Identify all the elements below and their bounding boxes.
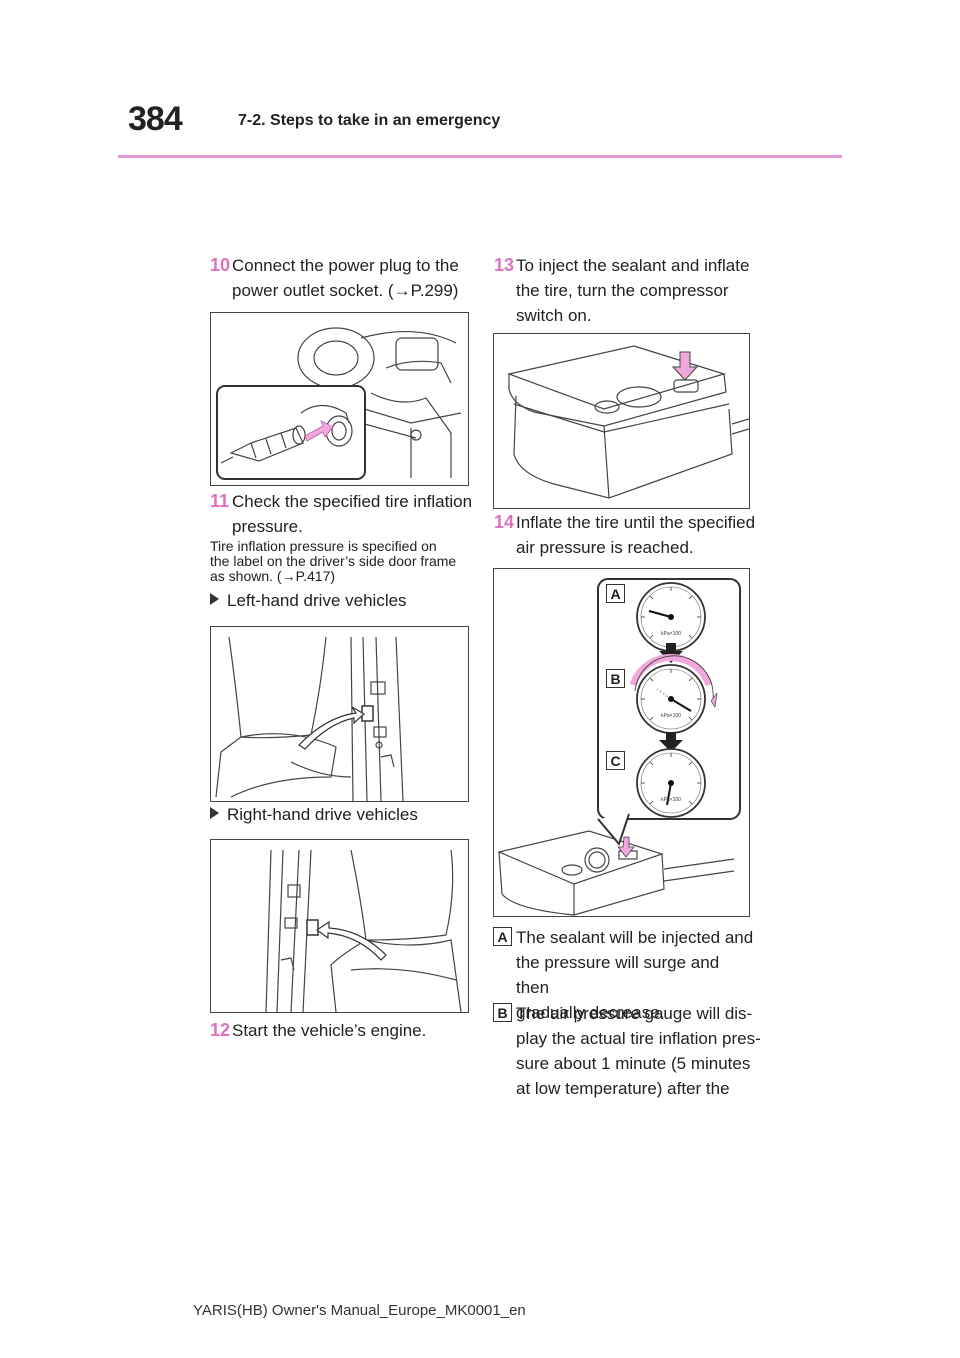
bullet-text: Left-hand drive vehicles [227, 591, 407, 610]
legend-line: The sealant will be injected and [516, 928, 754, 947]
note-line: the label on the driver’s side door fram… [210, 553, 457, 569]
step-text-line: To inject the sealant and inflate [516, 256, 750, 275]
step-text-line: air pressure is reached. [516, 538, 694, 557]
step-text-line: pressure. [232, 517, 303, 536]
step-10: 10 Connect the power plug to the power o… [210, 253, 480, 305]
note-line: Tire inflation pressure is specified on [210, 538, 437, 554]
step-text-line: Check the specified tire inflation [232, 492, 473, 511]
figure-label-c: C [606, 751, 625, 770]
step-number: 12 [210, 1020, 231, 1040]
legend-label-a: A [493, 927, 512, 946]
step-number: 11 [210, 491, 230, 511]
gauge-c: kPa×100 [636, 748, 706, 818]
legend-label-b: B [493, 1003, 512, 1022]
step-number: 10 [210, 255, 231, 275]
legend-line: sure about 1 minute (5 minutes [516, 1054, 751, 1073]
inflation-note: Tire inflation pressure is specified on … [210, 539, 480, 584]
gauge-a: kPa×100 [636, 582, 706, 652]
figure-label-b: B [606, 669, 625, 688]
footer-manual-id: YARIS(HB) Owner's Manual_Europe_MK0001_e… [193, 1302, 526, 1319]
legend-line: at low temperature) after the [516, 1079, 730, 1098]
legend-line: gradually decrease. [516, 1003, 665, 1022]
step-14: 14 Inflate the tire until the specified … [494, 510, 774, 562]
figure-door-frame-lhd [210, 626, 469, 802]
legend-text-a: The sealant will be injected and the pre… [516, 925, 756, 1025]
note-line: as shown. (→P.417) [210, 568, 336, 584]
legend-line: play the actual tire inflation pres- [516, 1029, 761, 1048]
figure-power-outlet [210, 312, 469, 486]
figure-door-frame-rhd [210, 839, 469, 1013]
compressor-switch-illustration [506, 345, 749, 499]
page-number: 384 [128, 100, 183, 138]
figure-pressure-gauges: kPa×100 kPa×100 [493, 568, 750, 917]
gauge-unit: kPa×100 [661, 797, 681, 803]
door-frame-lhd-illustration [215, 636, 404, 801]
step-12: 12 Start the vehicle’s engine. [210, 1018, 480, 1044]
bullet-rhd: Right-hand drive vehicles [210, 805, 418, 825]
header-rule [118, 155, 842, 158]
figure-compressor-switch [493, 333, 750, 509]
power-outlet-illustration [216, 327, 462, 480]
bullet-lhd: Left-hand drive vehicles [210, 591, 407, 611]
step-number: 13 [494, 255, 515, 275]
step-text-line: Start the vehicle’s engine. [232, 1021, 427, 1040]
bullet-text: Right-hand drive vehicles [227, 805, 418, 824]
legend-line: The air pressure gauge will dis- [516, 1004, 753, 1023]
gauge-unit: kPa×100 [661, 713, 681, 719]
step-13: 13 To inject the sealant and inflate the… [494, 253, 774, 331]
gauge-unit: kPa×100 [661, 631, 681, 637]
step-text-line: Connect the power plug to the [232, 256, 459, 275]
step-text-line: power outlet socket. (→P.299) [232, 281, 459, 300]
section-title: 7-2. Steps to take in an emergency [238, 112, 501, 129]
legend-text-b: The air pressure gauge will dis- play th… [516, 1001, 766, 1101]
legend-line: the pressure will surge and then [516, 953, 720, 997]
bullet-triangle-icon [210, 807, 219, 819]
step-text-line: switch on. [516, 306, 592, 325]
figure-label-a: A [606, 584, 625, 603]
bullet-triangle-icon [210, 593, 219, 605]
step-text-line: the tire, turn the compressor [516, 281, 729, 300]
pressure-gauges-illustration: kPa×100 kPa×100 [497, 578, 741, 916]
step-number: 14 [494, 512, 515, 532]
step-11: 11 Check the specified tire inflation pr… [210, 489, 480, 541]
gauge-b: kPa×100 [629, 653, 718, 734]
door-frame-rhd-illustration [265, 849, 462, 1012]
step-text-line: Inflate the tire until the specified [516, 513, 756, 532]
